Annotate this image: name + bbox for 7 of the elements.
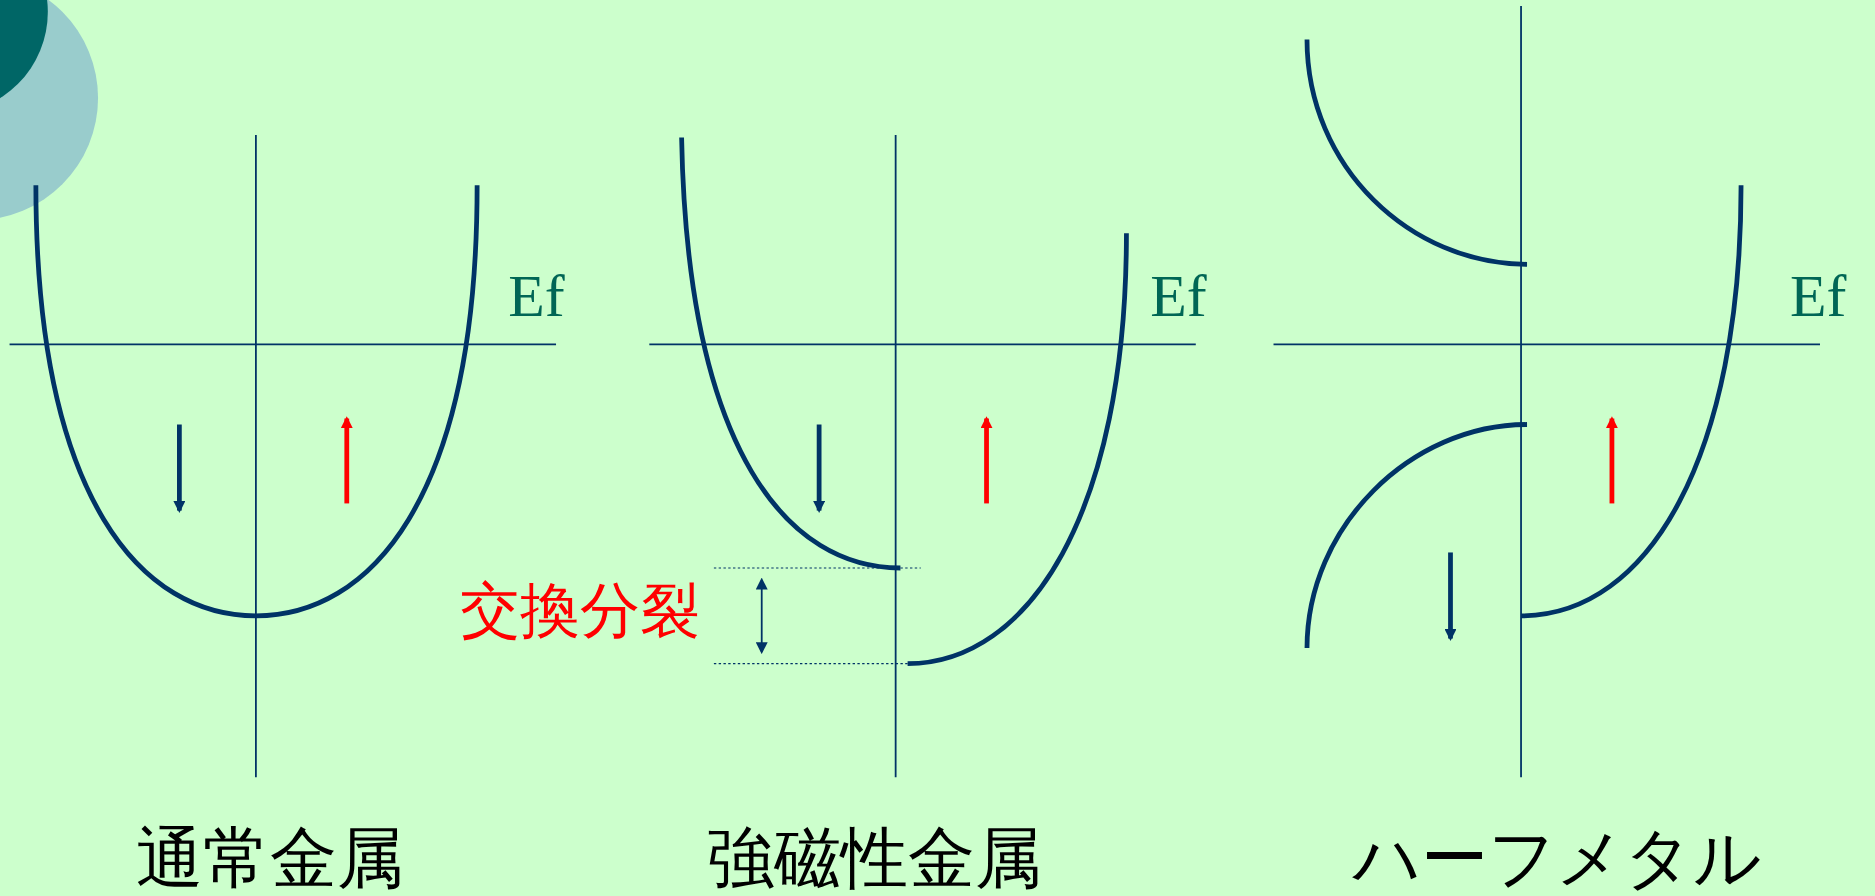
- fermi-level-label: Ef: [1150, 265, 1207, 326]
- panel-caption: 強磁性金属: [706, 825, 1042, 893]
- exchange-splitting-label: 交換分裂: [460, 581, 700, 641]
- panel-caption: ハーフメタル: [1353, 825, 1761, 893]
- fermi-level-label: Ef: [1790, 265, 1847, 326]
- panel-caption: 通常金属: [136, 825, 405, 893]
- fermi-level-label: Ef: [508, 265, 565, 326]
